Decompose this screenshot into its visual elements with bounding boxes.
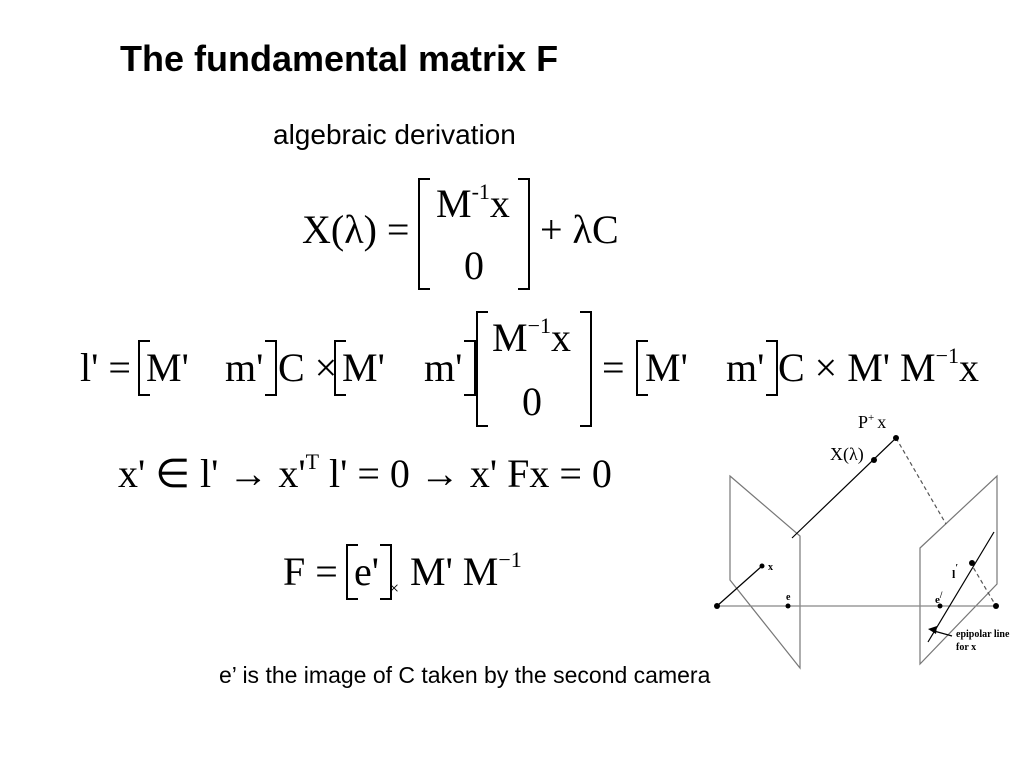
slide-subtitle: algebraic derivation — [273, 119, 516, 150]
label-px: P+x — [858, 412, 886, 432]
eq1-top: M-1x — [436, 179, 510, 226]
eq2-g1a: M' — [146, 345, 189, 390]
label-for-x: for x — [956, 642, 976, 653]
point-e — [785, 603, 791, 609]
eq2-vec-bottom: 0 — [522, 379, 542, 424]
label-x: x — [768, 562, 773, 573]
eq4-sub: × — [389, 578, 400, 598]
point-l-prime — [969, 560, 975, 566]
ray-left-lower — [716, 565, 763, 607]
eq2-equals: = — [602, 345, 625, 390]
eq2-vec-top: M−1x — [492, 313, 571, 360]
ray-left-upper — [791, 437, 897, 539]
ray-right-dashed-upper — [895, 437, 947, 525]
eq2-g2b: m' — [424, 345, 463, 390]
eq2-bracket2-left — [334, 340, 346, 396]
eq1-lhs: X(λ) = — [302, 207, 410, 252]
point-x-lambda — [871, 457, 877, 463]
eq1-rhs: + λC — [540, 207, 619, 252]
eq1-bottom: 0 — [464, 243, 484, 288]
point-x — [759, 563, 765, 569]
eq2-g2a: M' — [342, 345, 385, 390]
eq2-bracket1-left — [138, 340, 150, 396]
eq2-lhs: l' = — [80, 345, 131, 390]
eq2-bracket2-right — [464, 340, 476, 396]
epipolar-arrow-head — [928, 626, 937, 634]
epipolar-arrow-line — [933, 630, 953, 637]
eq4-inner: e' — [354, 549, 379, 594]
eq2-g3a: M' — [645, 345, 688, 390]
left-image-plane — [729, 474, 801, 670]
slide-title: The fundamental matrix F — [120, 38, 559, 79]
label-e-prime: e/ — [935, 590, 943, 606]
epipolar-diagram: P+x X(λ) x e l′ e/ epipolar line for x — [714, 412, 1010, 670]
right-camera-center — [993, 603, 999, 609]
eq4-lhs: F = — [283, 549, 338, 594]
epipolar-line — [927, 531, 995, 643]
label-epipolar-line: epipolar line — [956, 629, 1010, 640]
right-image-plane — [919, 474, 998, 666]
equation-3: x' ∈ l' → x'T l' = 0 → x' Fx = 0 — [118, 449, 612, 496]
eq1-left-bracket — [418, 178, 430, 290]
eq2-vec-left-bracket — [476, 311, 488, 427]
eq4-bracket-right — [380, 544, 392, 600]
eq2-tail: C × M' M−1x — [778, 343, 979, 390]
ray-right-dashed-lower — [969, 561, 997, 607]
eq2-g1b: m' — [225, 345, 264, 390]
point-e-prime — [937, 603, 943, 609]
eq2-g3b: m' — [726, 345, 765, 390]
eq2-mid: C × — [278, 345, 338, 390]
label-l-prime: l′ — [952, 563, 958, 581]
eq2-bracket1-right — [265, 340, 277, 396]
point-px — [893, 435, 899, 441]
eq2-vec-right-bracket — [580, 311, 592, 427]
eq4-bracket-left — [346, 544, 358, 600]
slide-caption: e’ is the image of C taken by the second… — [219, 662, 711, 688]
left-camera-center — [714, 603, 720, 609]
eq2-bracket3-left — [636, 340, 648, 396]
label-x-lambda: X(λ) — [830, 444, 864, 465]
eq2-bracket3-right — [766, 340, 778, 396]
eq4-rhs: M' M−1 — [410, 547, 522, 594]
label-e: e — [786, 592, 791, 603]
eq1-right-bracket — [518, 178, 530, 290]
